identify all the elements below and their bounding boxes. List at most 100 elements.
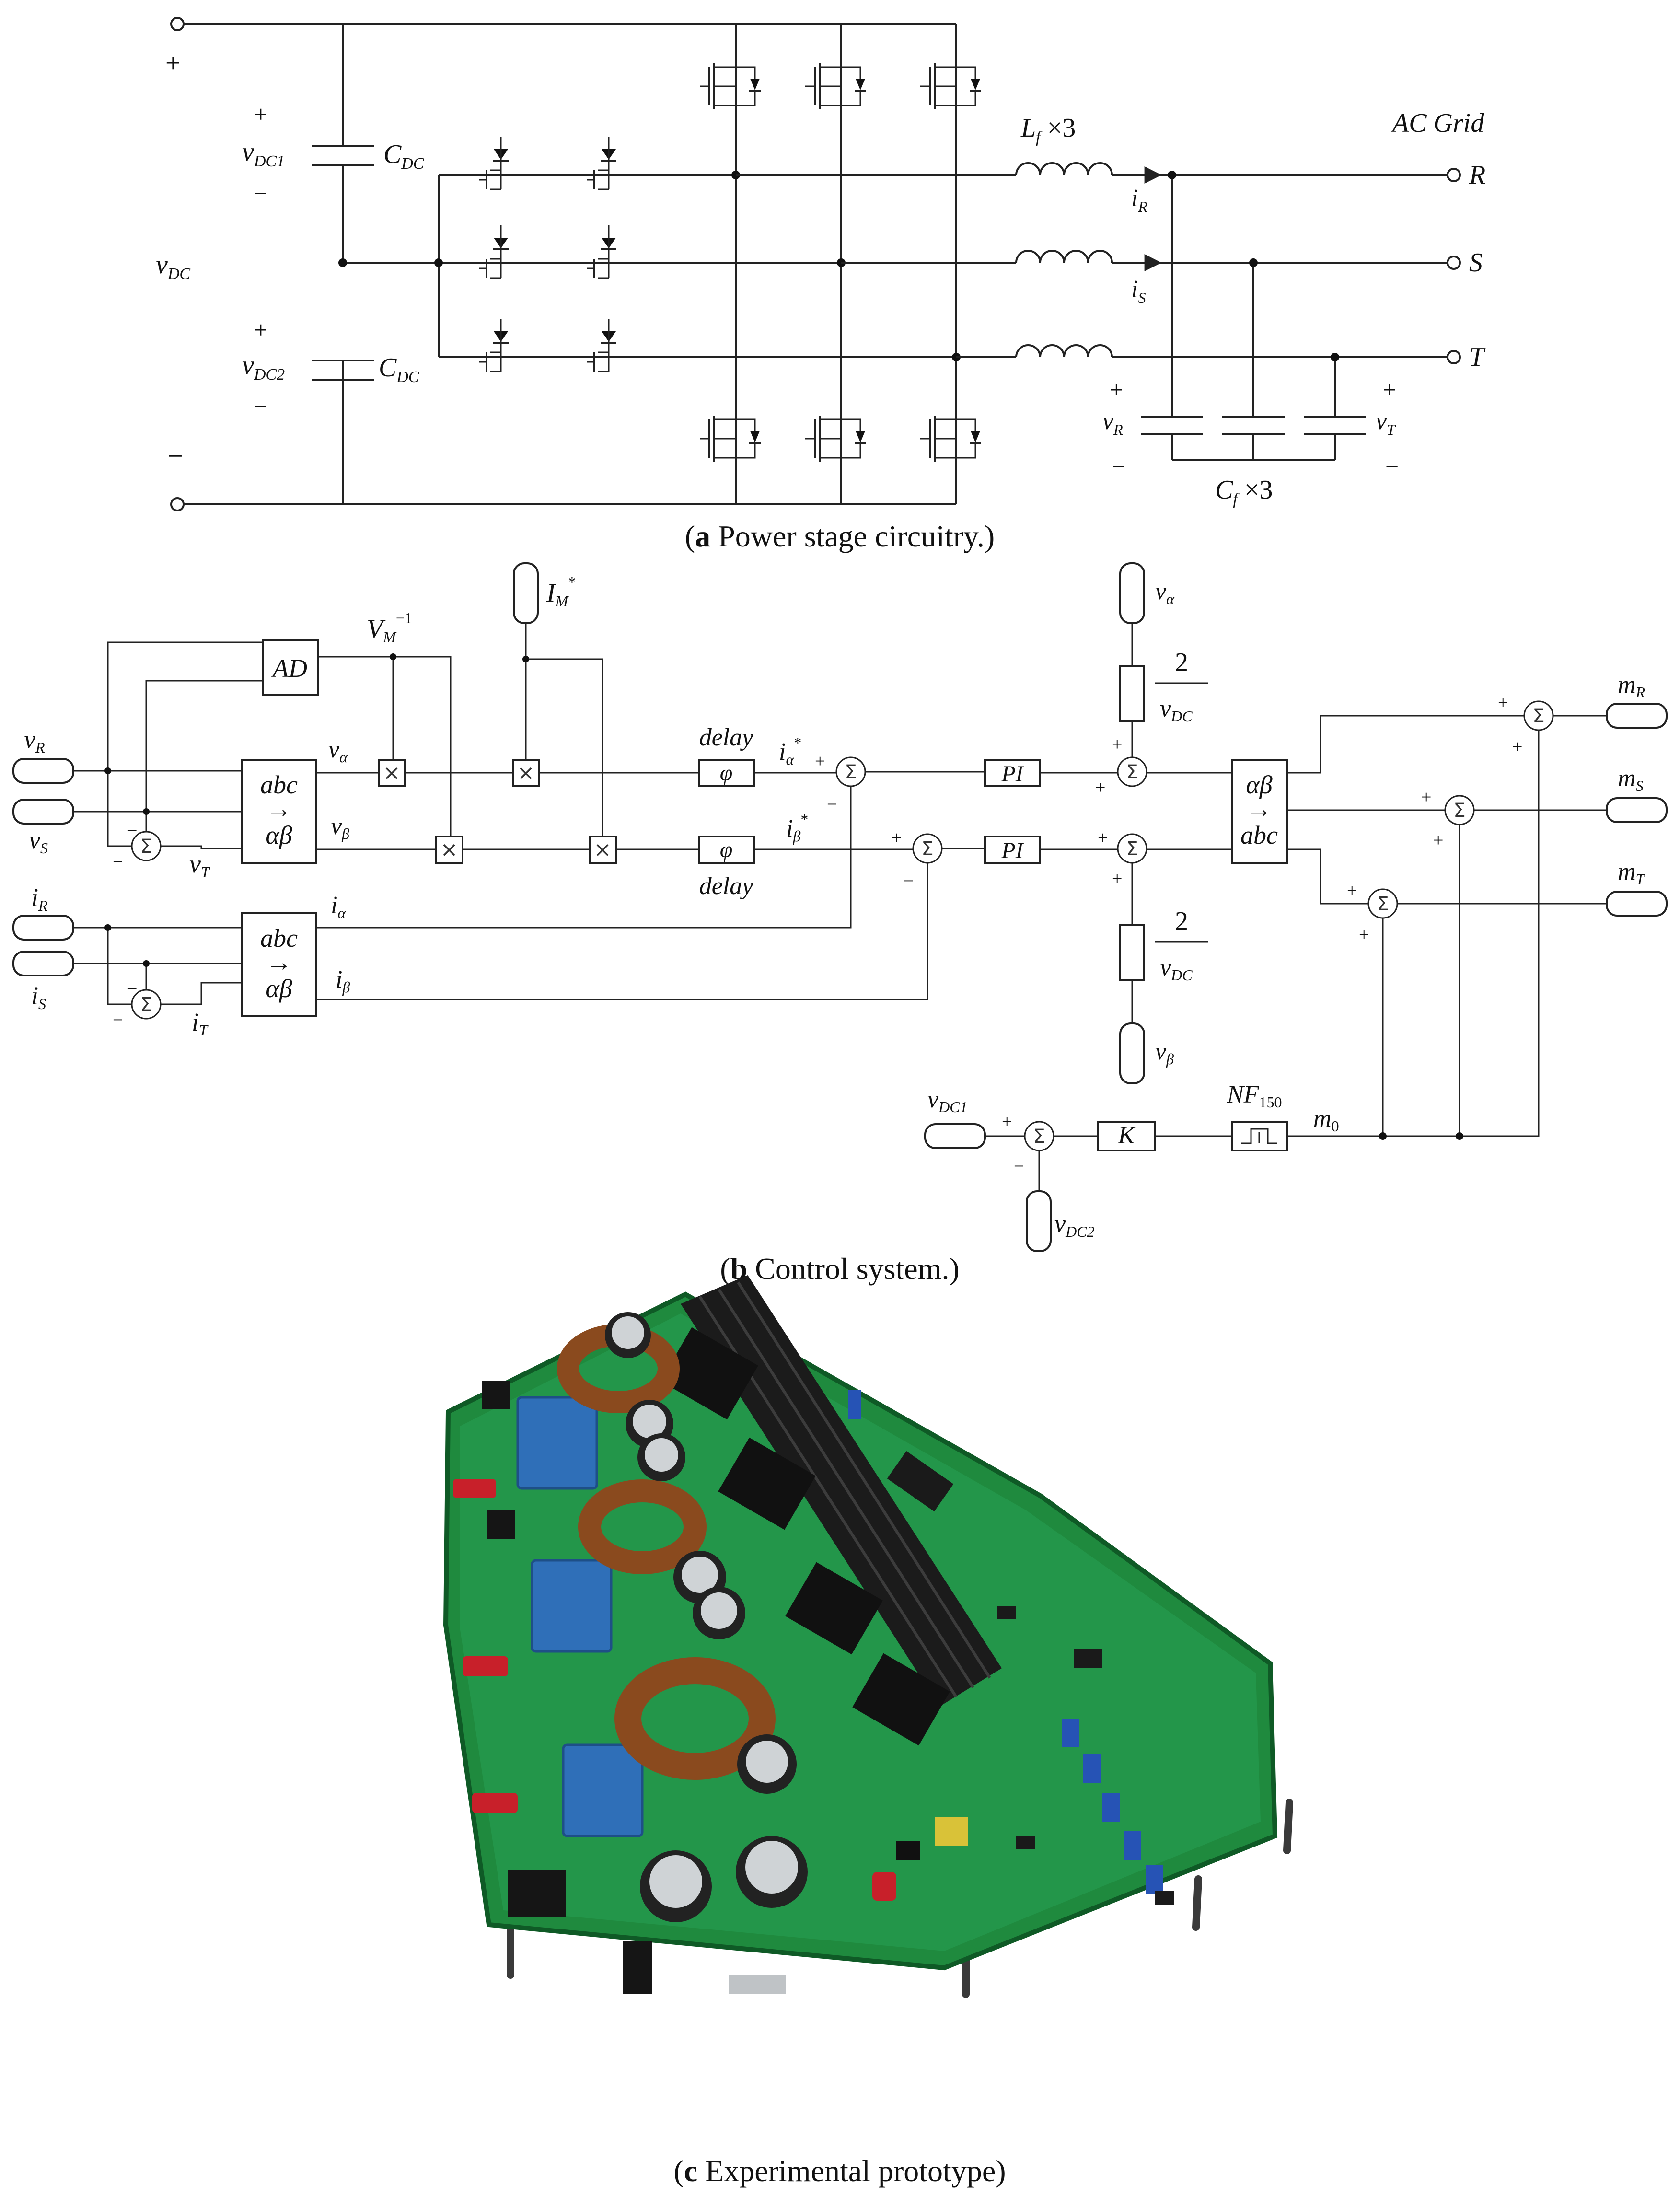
cf-label: Cf ×3 <box>1215 475 1273 508</box>
svg-text:−: − <box>127 979 137 999</box>
svg-text:vα: vα <box>1155 578 1175 607</box>
input-port-vbeta <box>1119 1022 1145 1084</box>
caption-c: (c Experimental prototype) <box>673 2154 1006 2188</box>
svg-text:+: + <box>1347 881 1357 901</box>
alphabeta-abc-block <box>1231 759 1288 864</box>
abc-alphabeta-voltage-block <box>241 759 317 864</box>
svg-text:abc: abc <box>260 924 298 953</box>
svg-text:×: × <box>594 837 612 862</box>
svg-text:+: + <box>1383 376 1396 403</box>
svg-text:vR: vR <box>24 725 45 756</box>
svg-text:vDC: vDC <box>1160 954 1193 984</box>
svg-text:+: + <box>815 751 825 771</box>
svg-text:vβ: vβ <box>1155 1038 1174 1068</box>
dc-plus-sign: + <box>165 48 181 78</box>
svg-text:Σ: Σ <box>845 761 857 783</box>
svg-text:mT: mT <box>1618 858 1645 888</box>
ir-label: iR <box>1131 185 1147 215</box>
svg-text:vDC1: vDC1 <box>927 1086 968 1115</box>
svg-text:vDC: vDC <box>1160 695 1193 725</box>
output-port-mr <box>1606 703 1668 729</box>
svg-text:Σ: Σ <box>921 838 933 860</box>
svg-text:+: + <box>1512 737 1522 757</box>
lf-label: Lf ×3 <box>1020 113 1076 146</box>
multiplier-3 <box>435 836 463 864</box>
svg-text:−: − <box>1112 453 1125 480</box>
svg-text:vDC2: vDC2 <box>1054 1210 1095 1240</box>
gain-block-beta <box>1119 924 1145 981</box>
input-port-vdc2 <box>1026 1190 1052 1252</box>
svg-text:vS: vS <box>29 825 48 857</box>
electrolytic-capacitors <box>605 1312 808 1922</box>
caption-a: (a Power stage circuitry.) <box>685 519 995 553</box>
svg-text:+: + <box>1433 830 1443 850</box>
svg-text:2: 2 <box>1175 648 1188 677</box>
vr-label: vR <box>1102 407 1123 438</box>
svg-text:−: − <box>113 852 123 872</box>
svg-text:Σ: Σ <box>140 836 152 858</box>
input-port-ir <box>12 915 74 941</box>
svg-text:mS: mS <box>1618 765 1644 794</box>
svg-text:mR: mR <box>1618 671 1645 701</box>
is-label: iS <box>1131 276 1146 306</box>
input-port-vs <box>12 799 74 825</box>
svg-text:+: + <box>1498 693 1508 713</box>
svg-text:+: + <box>1110 376 1123 403</box>
svg-text:iβ*: iβ* <box>786 811 808 845</box>
svg-text:αβ: αβ <box>266 821 292 849</box>
svg-text:K: K <box>1118 1122 1136 1149</box>
ac-grid-label: AC Grid <box>1390 108 1484 138</box>
svg-text:iT: iT <box>192 1008 209 1039</box>
svg-text:+: + <box>1112 734 1122 755</box>
cdc-top-label: CDC <box>383 139 424 173</box>
svg-text:+: + <box>1112 869 1122 889</box>
pi-block-beta <box>984 836 1041 864</box>
svg-text:2: 2 <box>1175 906 1188 936</box>
svg-text:−: − <box>127 821 137 841</box>
svg-text:vα: vα <box>328 736 348 766</box>
abc-alphabeta-current-block <box>241 912 317 1017</box>
svg-text:Σ: Σ <box>140 994 152 1016</box>
red-terminals <box>453 1479 896 1901</box>
terminal-r-label: R <box>1469 160 1485 190</box>
m0-label: m0 <box>1313 1105 1339 1135</box>
input-port-vr <box>12 758 74 784</box>
dc-minus-sign: − <box>168 442 183 471</box>
multiplier-2 <box>512 759 540 787</box>
svg-text:+: + <box>1098 828 1108 848</box>
svg-text:−: − <box>113 1010 123 1030</box>
input-port-vdc1 <box>924 1123 986 1149</box>
blue-trimmers <box>848 1390 1163 1894</box>
svg-text:+: + <box>1002 1112 1012 1132</box>
svg-text:−: − <box>254 180 267 207</box>
svg-text:−: − <box>1385 453 1399 480</box>
svg-text:PI: PI <box>1001 761 1024 787</box>
nf-label: NF150 <box>1227 1081 1282 1111</box>
film-capacitors <box>516 1396 644 1837</box>
cdc-bottom-label: CDC <box>379 353 419 386</box>
input-port-im <box>513 562 539 624</box>
input-port-valpha <box>1119 562 1145 624</box>
caption-b: (b Control system.) <box>720 1252 960 1286</box>
svg-text:PI: PI <box>1001 838 1024 863</box>
delay-label-beta: delay <box>699 872 754 900</box>
svg-text:+: + <box>254 316 267 343</box>
svg-text:IM*: IM* <box>546 573 576 610</box>
svg-text:iS: iS <box>31 981 46 1012</box>
svg-text:φ: φ <box>720 760 733 786</box>
svg-text:×: × <box>440 837 458 862</box>
vdc1-label: vDC1 <box>242 137 285 170</box>
svg-text:+: + <box>892 828 902 848</box>
svg-text:abc: abc <box>260 770 298 799</box>
delay-label-alpha: delay <box>699 724 754 751</box>
svg-text:−: − <box>254 393 267 420</box>
svg-text:×: × <box>383 761 401 785</box>
svg-text:→: → <box>1246 794 1272 823</box>
svg-text:Σ: Σ <box>1033 1126 1045 1148</box>
gain-block-alpha <box>1119 665 1145 722</box>
input-port-is <box>12 951 74 976</box>
ad-label: AD <box>271 654 307 683</box>
svg-text:−: − <box>1014 1156 1024 1176</box>
black-connectors <box>479 1381 652 2004</box>
svg-text:Σ: Σ <box>1532 705 1544 727</box>
